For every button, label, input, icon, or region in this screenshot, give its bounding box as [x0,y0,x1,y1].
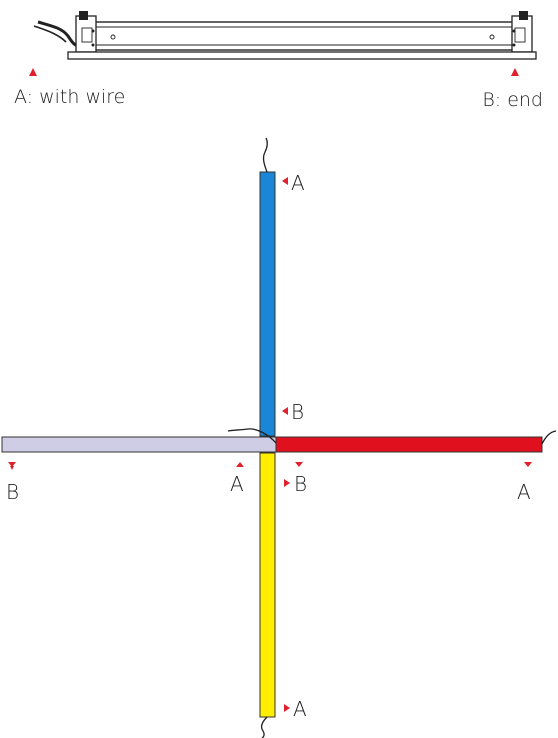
fixture-end-cap-b [511,11,533,53]
top-bar-a-marker-icon [282,177,288,185]
fixture-housing [85,21,523,51]
fixture-end-cap-a [75,11,97,53]
fixture-base-rail [67,51,537,60]
wire-bottom [260,716,268,738]
wire-top [262,137,269,173]
left-bar-end2-label: A [230,472,244,496]
right-bar-a-marker-icon [524,462,532,467]
light-fixture-illustration [33,11,537,60]
bottom-bar-end2-label: A [293,697,307,721]
bottom-bar-a-marker-icon [284,704,290,712]
wire-right [541,430,557,445]
end-b-marker-icon [511,68,519,76]
bar-left [1,436,277,453]
end-a-marker-icon [29,68,37,76]
top-bar-end2-label: B [291,400,304,424]
right-bar-b-marker-icon [295,462,303,467]
legend-end-a: A: with wire [14,86,125,108]
bar-right [275,436,543,453]
left-bar-end1-label: B [6,480,19,504]
top-bar-end1-label: A [291,171,305,195]
left-bar-a-marker-icon [236,462,244,467]
right-bar-end1-label: B [294,472,307,496]
right-bar-b2-marker-icon [284,479,290,487]
top-bar-b-marker-icon [282,407,288,415]
left-bar-b-marker-icon [10,466,14,470]
left-bar-b-marker-shape [8,462,16,467]
right-bar-end2-label: A [517,480,531,504]
legend-end-b: B: end [482,89,543,111]
wire-left [227,428,277,444]
bar-bottom [259,452,276,718]
bar-top [259,171,276,437]
